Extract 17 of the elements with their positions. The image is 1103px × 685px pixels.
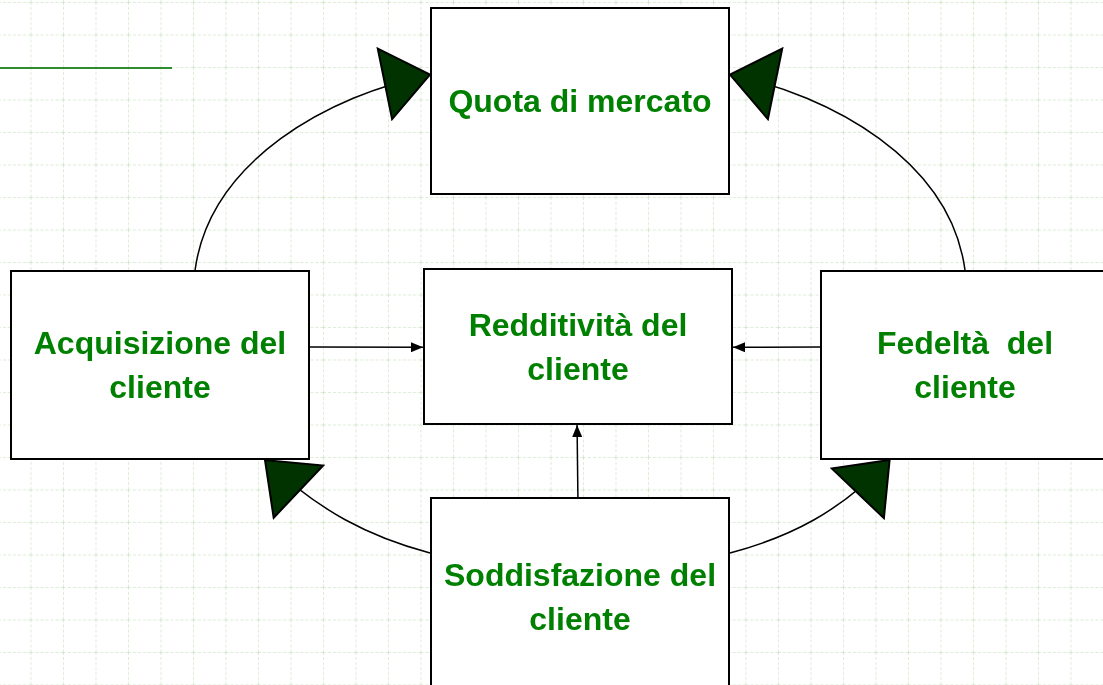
curved-arrow — [194, 49, 431, 271]
process-box — [820, 270, 1103, 460]
arrow — [572, 424, 583, 498]
curved-arrow — [729, 459, 891, 554]
curved-arrow — [264, 459, 431, 554]
box-label: Fedeltà del cliente — [875, 324, 1054, 407]
box-label: Acquisizione del cliente — [32, 324, 288, 407]
process-box — [430, 7, 730, 195]
curved-arrow — [729, 49, 966, 271]
process-box — [423, 268, 733, 425]
arrow — [732, 342, 821, 353]
process-box — [430, 497, 730, 685]
process-box — [10, 270, 310, 460]
arrow — [309, 342, 424, 353]
box-label: Soddisfazione del cliente — [443, 556, 717, 639]
box-label: Redditività del cliente — [467, 305, 689, 389]
box-label: Quota di mercato — [448, 82, 712, 121]
